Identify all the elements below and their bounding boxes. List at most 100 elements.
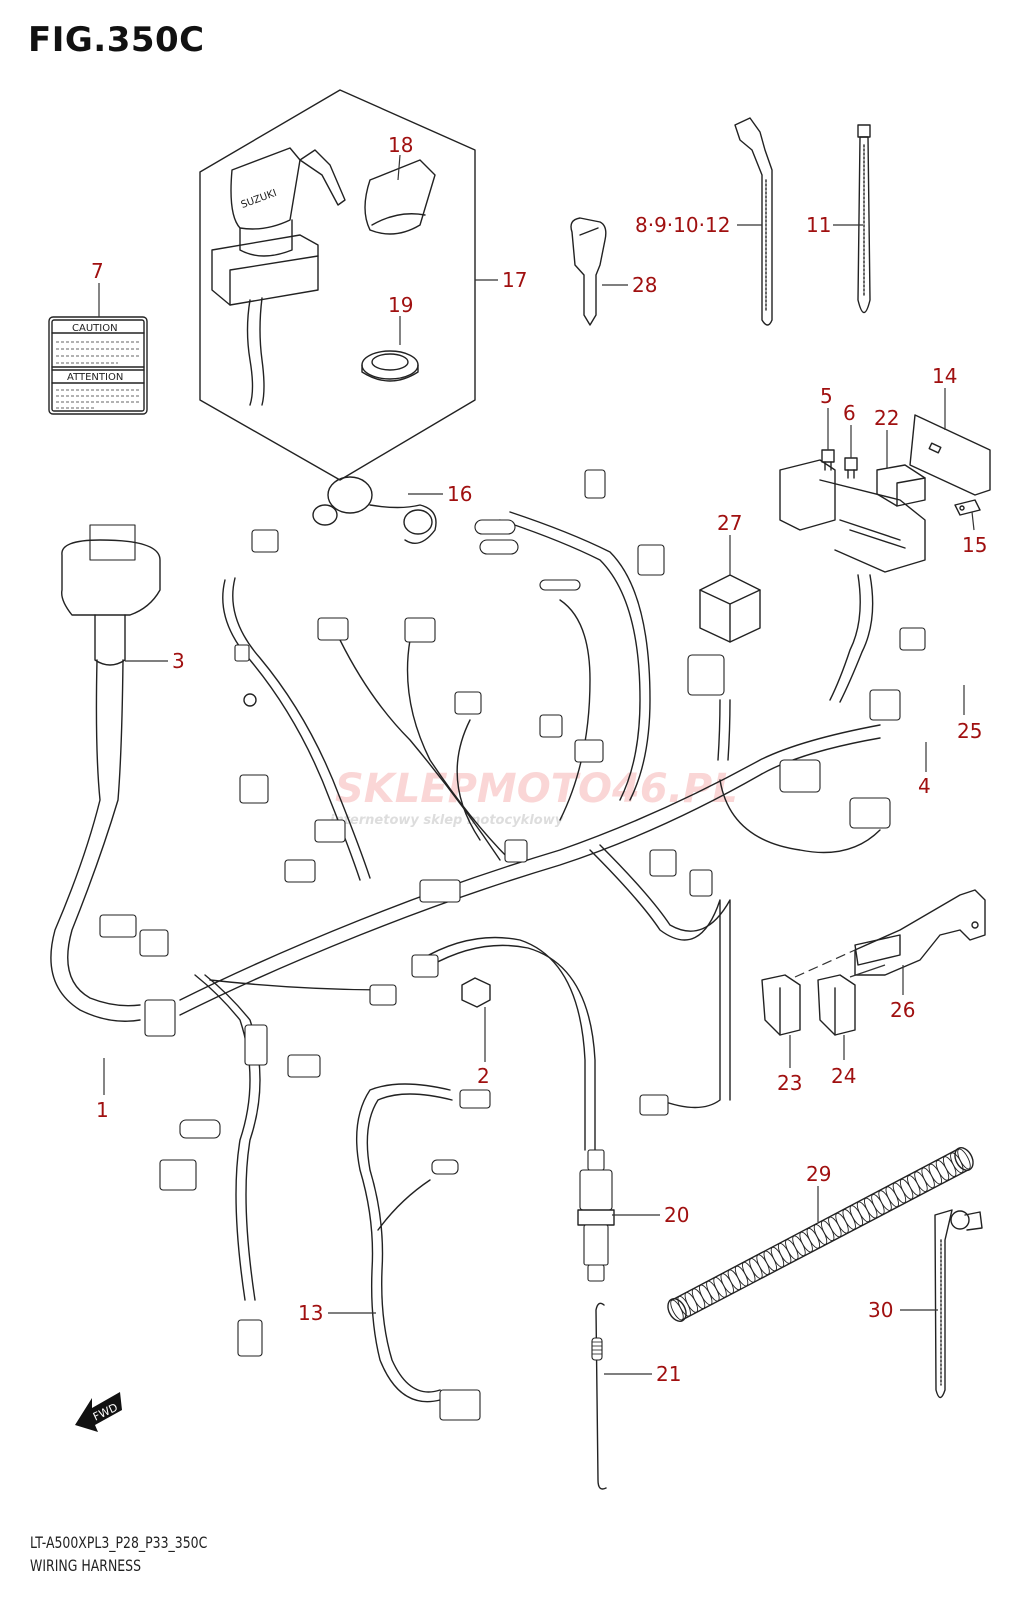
figure-name: WIRING HARNESS xyxy=(30,1556,142,1575)
switch-cover[interactable] xyxy=(364,159,436,235)
tube-coil xyxy=(856,1201,871,1223)
sensor[interactable] xyxy=(577,1149,615,1282)
spring-clip[interactable] xyxy=(591,1302,607,1490)
callout-3[interactable]: 3 xyxy=(172,649,185,673)
bracket-14[interactable] xyxy=(909,414,991,496)
callout-21[interactable]: 21 xyxy=(656,1362,681,1386)
callout-14[interactable]: 14 xyxy=(932,364,957,388)
callout-19[interactable]: 19 xyxy=(388,293,413,317)
watermark-sub: internetowy sklep motocyklowy xyxy=(330,813,564,828)
connector-cap[interactable] xyxy=(461,977,491,1008)
callout-26[interactable]: 26 xyxy=(890,998,915,1022)
sub-harness[interactable] xyxy=(356,1083,491,1421)
callout-5[interactable]: 5 xyxy=(820,384,833,408)
tube-coil xyxy=(749,1258,763,1279)
callout-24[interactable]: 24 xyxy=(831,1064,856,1088)
tube-coil xyxy=(828,1216,842,1238)
fuse-5[interactable] xyxy=(821,449,835,471)
bracket-plate[interactable] xyxy=(794,889,986,978)
callouts: 18 17 19 7 28 8·9·10·12 11 16 5 6 22 14 xyxy=(91,133,987,1386)
key-blank[interactable] xyxy=(570,217,607,326)
callout-1[interactable]: 1 xyxy=(96,1098,109,1122)
cable-tie-long[interactable] xyxy=(857,124,871,314)
tube-coil xyxy=(914,1171,928,1192)
callout-20[interactable]: 20 xyxy=(664,1203,689,1227)
tube-coil xyxy=(713,1277,727,1298)
tube-coil xyxy=(885,1186,899,1208)
tube-coil xyxy=(820,1220,835,1242)
tube-coil xyxy=(799,1231,813,1253)
tube-coil xyxy=(777,1243,792,1264)
ignition-switch[interactable]: SUZUKI xyxy=(211,147,346,406)
callout-30[interactable]: 30 xyxy=(868,1298,893,1322)
tube-coil xyxy=(756,1254,770,1276)
callout-11[interactable]: 11 xyxy=(806,213,831,237)
tube-coil xyxy=(706,1280,720,1302)
socket[interactable] xyxy=(312,476,437,544)
main-harness[interactable] xyxy=(99,469,926,1357)
tube-coil xyxy=(849,1205,864,1226)
relay-holder-23[interactable] xyxy=(761,974,801,1036)
clip-tie[interactable] xyxy=(934,1209,983,1399)
tube-coil xyxy=(878,1190,892,1211)
callout-2[interactable]: 2 xyxy=(477,1064,490,1088)
tube-coil xyxy=(871,1193,885,1215)
callout-16[interactable]: 16 xyxy=(447,482,472,506)
nut-ring[interactable] xyxy=(361,350,419,382)
tube-coil xyxy=(928,1163,943,1185)
attention-text: ATTENTION xyxy=(67,372,123,383)
tube-coil xyxy=(813,1224,828,1245)
fwd-label: FWD xyxy=(91,1401,120,1424)
tube-coil xyxy=(921,1167,935,1189)
relay-22[interactable] xyxy=(876,464,926,507)
callout-6[interactable]: 6 xyxy=(843,401,856,425)
corrugated-tube[interactable] xyxy=(664,1145,976,1325)
tube-coil xyxy=(835,1212,849,1234)
tube-coil xyxy=(935,1159,950,1181)
callout-27[interactable]: 27 xyxy=(717,511,742,535)
assembly-outline xyxy=(199,89,476,481)
callout-22[interactable]: 22 xyxy=(874,406,899,430)
tube-coil xyxy=(792,1235,806,1257)
cable-tie-short[interactable] xyxy=(734,117,773,326)
relay-box[interactable] xyxy=(699,574,761,643)
callout-7[interactable]: 7 xyxy=(91,259,104,283)
callout-23[interactable]: 23 xyxy=(777,1071,802,1095)
watermark: SKLEPMOTO46.PL internetowy sklep motocyk… xyxy=(330,766,738,828)
caution-label[interactable]: CAUTION ATTENTION xyxy=(48,316,148,415)
tube-coil xyxy=(899,1178,914,1200)
tube-coil xyxy=(698,1284,713,1306)
caution-text: CAUTION xyxy=(72,323,118,334)
tube-coil xyxy=(770,1246,785,1268)
tube-coil xyxy=(734,1265,749,1287)
tube-coil xyxy=(907,1175,921,1196)
clamp-15[interactable] xyxy=(954,499,981,516)
harness-boot[interactable] xyxy=(50,524,161,1022)
callout-18[interactable]: 18 xyxy=(388,133,413,157)
ignition-switch-group[interactable]: SUZUKI xyxy=(199,89,476,481)
callout-15[interactable]: 15 xyxy=(962,533,987,557)
callout-17[interactable]: 17 xyxy=(502,268,527,292)
connectors xyxy=(99,469,926,1357)
tube-coil xyxy=(785,1239,799,1260)
branch-wires xyxy=(194,511,881,1301)
tube-coil xyxy=(842,1209,856,1230)
tube-coil xyxy=(670,1299,684,1321)
callout-8-9-10-12[interactable]: 8·9·10·12 xyxy=(635,213,730,237)
tube-coil xyxy=(957,1148,971,1170)
tube-coil xyxy=(742,1261,756,1283)
relay-holder-24[interactable] xyxy=(817,974,856,1036)
callout-13[interactable]: 13 xyxy=(298,1301,323,1325)
fwd-arrow: FWD xyxy=(75,1392,122,1432)
tube-coil xyxy=(727,1269,742,1291)
watermark-main: SKLEPMOTO46.PL xyxy=(335,766,738,812)
model-code: LT-A500XPL3_P28_P33_350C xyxy=(30,1533,208,1552)
callout-28[interactable]: 28 xyxy=(632,273,657,297)
fuse-box[interactable] xyxy=(779,459,926,703)
tube-coil xyxy=(864,1197,878,1219)
callout-29[interactable]: 29 xyxy=(806,1162,831,1186)
callout-4[interactable]: 4 xyxy=(918,774,931,798)
fuse-6[interactable] xyxy=(844,457,858,479)
callout-25[interactable]: 25 xyxy=(957,719,982,743)
